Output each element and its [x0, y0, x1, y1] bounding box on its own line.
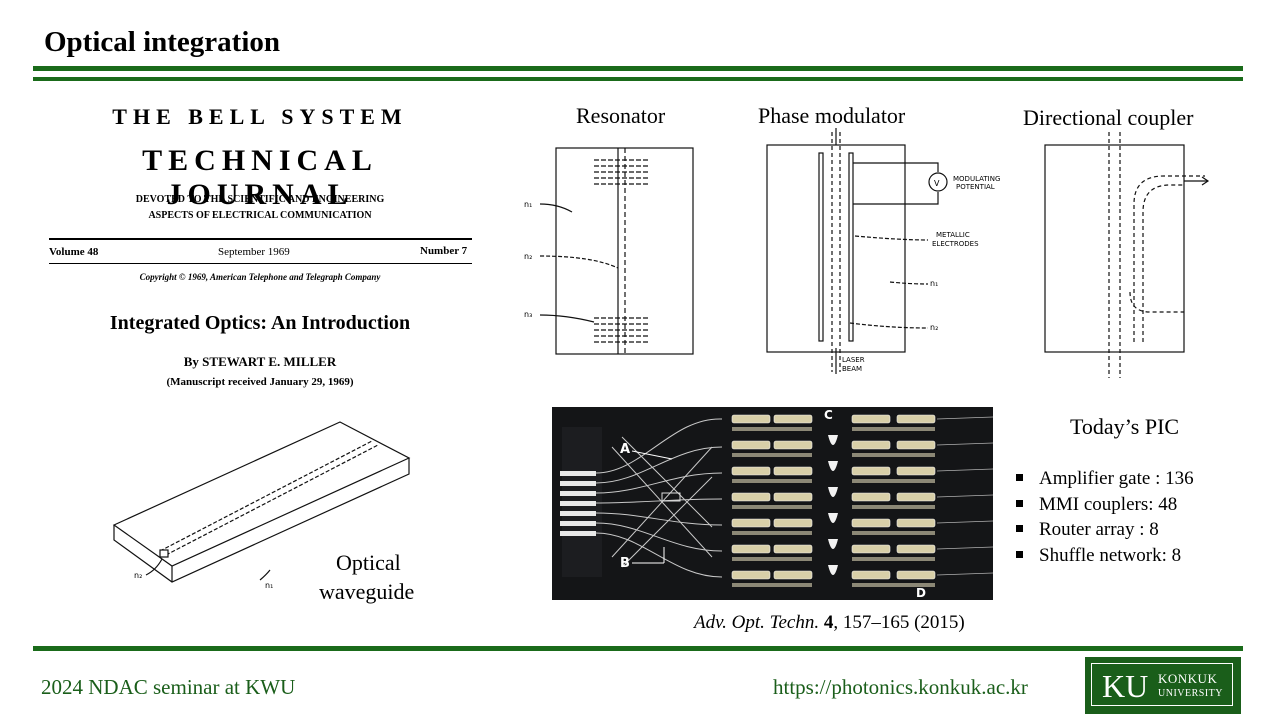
journal-copyright: Copyright © 1969, American Telephone and… [139, 272, 381, 282]
waveguide-caption-line2: waveguide [319, 579, 415, 604]
journal-devoted-line1: DEVOTED TO THE SCIENTIFIC AND ENGINEERIN… [135, 194, 385, 205]
logo-line2: UNIVERSITY [1158, 688, 1223, 699]
paper-title: Integrated Optics: An Introduction [109, 312, 411, 334]
chip-label-a: A [620, 442, 630, 457]
chip-label-d: D [916, 586, 926, 600]
list-item: Router array : 8 [1016, 519, 1194, 545]
phase-modulator-label-laser2: BEAM [842, 365, 862, 373]
logo-mark: KU [1102, 668, 1149, 704]
header-rule-thick [33, 66, 1243, 71]
phase-modulator-label-modulating1: MODULATING [953, 175, 1000, 183]
reference-citation: Adv. Opt. Techn. 4, 157–165 (2015) [694, 612, 965, 634]
list-item-text: Router array : 8 [1039, 519, 1159, 540]
phase-modulator-label-metallic1: METALLIC [936, 231, 970, 239]
todays-pic-heading: Today’s PIC [1070, 414, 1180, 439]
phase-modulator-caption: Phase modulator [758, 103, 906, 128]
phase-modulator-diagram: V MODULATING POTENTIAL METALLIC ELECTROD… [766, 128, 1000, 374]
logo-line1: KONKUK [1158, 671, 1218, 686]
journal-line1: THE BELL SYSTEM [112, 104, 408, 129]
reference-volume: 4 [823, 612, 834, 633]
phase-modulator-voltage-icon: V [934, 179, 940, 188]
bullet-icon [1016, 550, 1023, 558]
list-item-text: MMI couplers: 48 [1039, 493, 1178, 515]
journal-devoted-line2: ASPECTS OF ELECTRICAL COMMUNICATION [148, 210, 372, 221]
list-item: Amplifier gate : 136 [1016, 468, 1194, 494]
bullet-icon [1016, 525, 1023, 533]
resonator-label-n1: n₁ [524, 200, 532, 209]
journal-line2: TECHNICAL JOURNAL [142, 144, 378, 211]
chip-label-c: C [824, 408, 833, 422]
paper-author: By STEWART E. MILLER [183, 354, 337, 369]
directional-coupler-diagram [1044, 132, 1210, 378]
bullet-icon [1016, 474, 1023, 482]
konkuk-university-logo: KU KONKUK UNIVERSITY [1085, 657, 1241, 714]
todays-pic-list: Amplifier gate : 136 MMI couplers: 48 Ro… [1016, 468, 1194, 570]
resonator-label-n3: n₃ [524, 310, 532, 319]
list-item-text: Shuffle network: 8 [1039, 544, 1182, 566]
pic-chip-drawing: A B C D [552, 407, 993, 600]
resonator-caption: Resonator [576, 103, 666, 128]
list-item: Shuffle network: 8 [1016, 545, 1194, 571]
paper-manuscript-date: (Manuscript received January 29, 1969) [166, 376, 354, 388]
journal-volume: Volume 48 [49, 246, 99, 258]
phase-modulator-label-metallic2: ELECTRODES [932, 240, 979, 248]
footer-url-link[interactable]: https://photonics.konkuk.ac.kr [773, 675, 1028, 699]
journal-date: September 1969 [218, 246, 290, 258]
footer-event: 2024 NDAC seminar at KWU [41, 675, 296, 699]
journal-number: Number 7 [420, 245, 468, 257]
chip-label-b: B [620, 556, 630, 571]
list-item: MMI couplers: 48 [1016, 494, 1194, 520]
bullet-icon [1016, 499, 1023, 507]
directional-coupler-caption: Directional coupler [1023, 105, 1194, 130]
waveguide-diagram: n₂ n₁ [112, 421, 411, 590]
list-item-text: Amplifier gate : 136 [1039, 468, 1194, 489]
slide-title: Optical integration [44, 26, 281, 58]
resonator-label-n2: n₂ [524, 252, 532, 261]
phase-modulator-label-modulating2: POTENTIAL [956, 183, 995, 191]
phase-modulator-label-n2: n₂ [930, 323, 938, 332]
waveguide-label-n2: n₂ [134, 571, 142, 580]
reference-pages-year: , 157–165 (2015) [833, 612, 965, 633]
phase-modulator-label-n1: n₁ [930, 279, 938, 288]
journal-rule-bottom [49, 263, 472, 264]
pic-chip-photo: A B C D [552, 407, 993, 600]
journal-rule-top [49, 238, 472, 240]
resonator-diagram: n₁ n₂ n₃ [524, 147, 694, 355]
reference-journal: Adv. Opt. Techn. [694, 612, 820, 633]
logo-frame: KU KONKUK UNIVERSITY [1091, 663, 1233, 706]
waveguide-caption-line1: Optical [336, 550, 401, 575]
header-rule-thin [33, 77, 1243, 81]
footer-rule [33, 646, 1243, 651]
phase-modulator-label-laser1: LASER [842, 356, 865, 364]
waveguide-label-n1: n₁ [265, 581, 273, 590]
